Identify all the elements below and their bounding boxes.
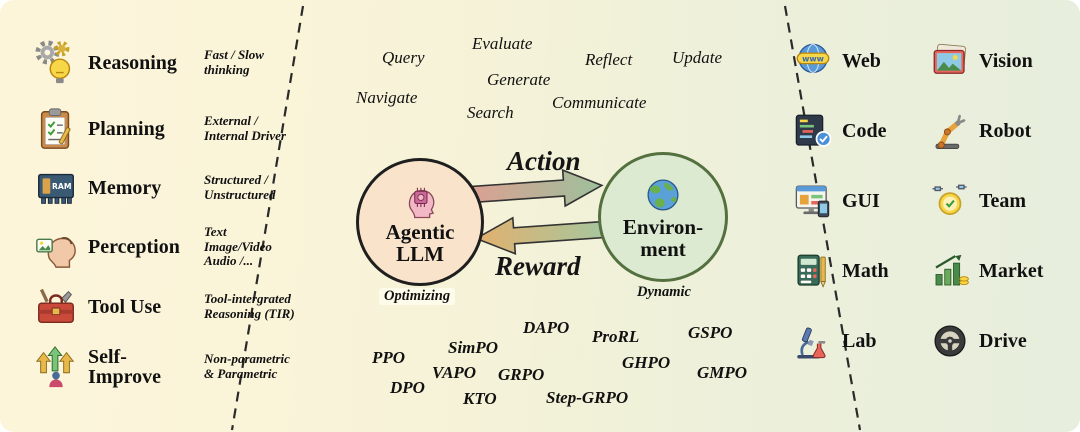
algorithm-name: DAPO: [523, 318, 570, 337]
capability-label: Tool Use: [88, 295, 162, 318]
app-label: Vision: [979, 49, 1033, 72]
drive-icon: [929, 320, 971, 362]
capability-row-perception: Perception Text Image/Video Audio /...: [33, 218, 338, 276]
algorithm-name: VAPO: [432, 363, 477, 382]
interaction-word: Generate: [487, 70, 551, 89]
app-cell-web: www Web: [792, 40, 919, 82]
applications-grid: www Web Vision: [792, 26, 1056, 376]
algorithm-name: KTO: [463, 389, 497, 408]
algorithm-name: GRPO: [498, 365, 545, 384]
agent-title-line2: LLM: [396, 241, 444, 266]
capability-desc: External / Internal Driver: [204, 113, 286, 143]
algorithm-name: Step-GRPO: [546, 388, 629, 407]
interaction-word: Update: [672, 48, 723, 67]
reasoning-icon: [33, 40, 79, 86]
math-icon: [792, 250, 834, 292]
capability-row-reasoning: Reasoning Fast / Slow thinking: [33, 34, 338, 92]
capability-label: Planning: [88, 117, 165, 140]
algorithm-name: ProRL: [592, 327, 640, 346]
agent-subtitle: Optimizing: [379, 288, 456, 305]
environment-title-line1: Environ-: [622, 214, 704, 239]
capability-row-tool-use: Tool Use Tool-intergrated Reasoning (TIR…: [33, 278, 338, 336]
capability-desc: Tool-intergrated Reasoning (TIR): [204, 291, 295, 321]
app-label: Drive: [979, 329, 1027, 352]
capability-desc: Fast / Slow thinking: [204, 47, 264, 77]
interaction-word: Query: [382, 48, 425, 67]
app-label: Math: [842, 259, 889, 282]
capability-label: Reasoning: [88, 51, 177, 74]
app-cell-gui: GUI: [792, 180, 919, 222]
environment-title-line2: ment: [640, 236, 686, 261]
environment-circle: Environ- ment: [598, 152, 728, 282]
app-label: Web: [842, 49, 881, 72]
svg-text:www: www: [802, 54, 824, 63]
app-label: GUI: [842, 189, 880, 212]
web-icon: www: [792, 40, 834, 82]
app-cell-code: Code: [792, 110, 919, 152]
algorithm-name: GHPO: [622, 353, 671, 372]
app-label: Team: [979, 189, 1027, 212]
market-icon: [929, 250, 971, 292]
team-icon: [929, 180, 971, 222]
agentic-llm-circle: Agentic LLM: [356, 158, 484, 286]
self-improve-icon: [33, 344, 79, 390]
agent-title-line1: Agentic: [385, 219, 455, 244]
robot-icon: [929, 110, 971, 152]
app-label: Robot: [979, 119, 1032, 142]
interaction-word: Evaluate: [472, 34, 533, 53]
agentic-brain-icon: [399, 179, 441, 221]
app-cell-team: Team: [929, 180, 1056, 222]
algorithm-name: DPO: [390, 378, 425, 397]
lab-icon: [792, 320, 834, 362]
svg-text:RAM: RAM: [52, 182, 71, 191]
reward-label: Reward: [495, 251, 581, 281]
algorithm-name: SimPO: [448, 338, 499, 357]
memory-icon: RAM: [33, 165, 79, 211]
app-label: Market: [979, 259, 1044, 282]
app-label: Lab: [842, 329, 877, 352]
capability-row-planning: Planning External / Internal Driver: [33, 100, 338, 158]
action-label: Action: [507, 146, 581, 176]
earth-icon: [642, 174, 684, 216]
perception-icon: [33, 224, 79, 270]
algorithm-name: GMPO: [697, 363, 748, 382]
app-cell-vision: Vision: [929, 40, 1056, 82]
capability-label: Memory: [88, 176, 162, 199]
algorithm-name: PPO: [372, 348, 406, 367]
planning-icon: [33, 106, 79, 152]
capability-label: Perception: [88, 235, 180, 258]
code-icon: [792, 110, 834, 152]
app-cell-drive: Drive: [929, 320, 1056, 362]
vision-icon: [929, 40, 971, 82]
app-label: Code: [842, 119, 887, 142]
capability-desc: Text Image/Video Audio /...: [204, 224, 272, 269]
action-reward-arrows: [470, 168, 606, 255]
capability-desc: Structured / Unstructured: [204, 172, 276, 202]
interaction-word: Reflect: [585, 50, 633, 69]
capability-desc: Non-parametric & Parametric: [204, 351, 290, 381]
app-cell-lab: Lab: [792, 320, 919, 362]
reward-arrow: [474, 216, 606, 255]
interaction-word: Search: [467, 103, 514, 122]
capability-row-self-improve: Self- Improve Non-parametric & Parametri…: [33, 338, 338, 396]
app-cell-math: Math: [792, 250, 919, 292]
algorithm-name: GSPO: [688, 323, 733, 342]
app-cell-market: Market: [929, 250, 1056, 292]
gui-icon: [792, 180, 834, 222]
environment-subtitle: Dynamic: [632, 284, 696, 301]
capability-label: Self- Improve: [88, 345, 161, 388]
tool-use-icon: [33, 284, 79, 330]
interaction-word: Communicate: [552, 93, 647, 112]
capability-row-memory: RAM Memory Structured / Unstructured: [33, 159, 338, 217]
app-cell-robot: Robot: [929, 110, 1056, 152]
action-arrow: [470, 168, 604, 208]
interaction-word: Navigate: [356, 88, 418, 107]
